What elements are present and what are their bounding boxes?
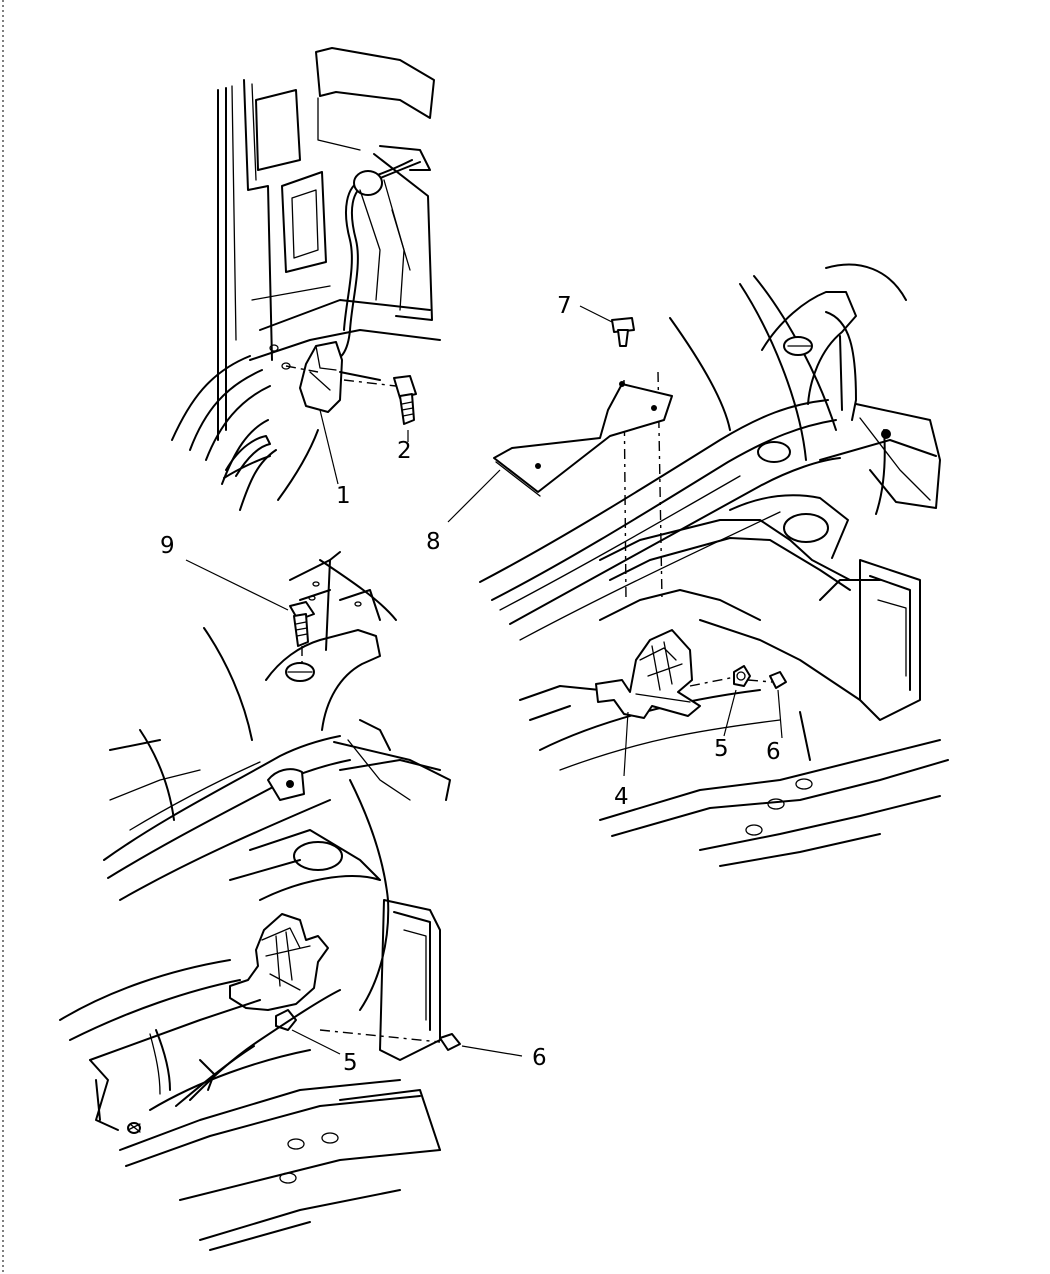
callout-7: 7 <box>557 293 572 319</box>
view-striker-assembly <box>447 263 949 867</box>
callout-5-left: 5 <box>343 1050 358 1076</box>
callout-6-right: 6 <box>766 739 781 765</box>
view-latch-installed <box>59 551 523 1251</box>
callout-2: 2 <box>397 438 412 464</box>
callout-5-right: 5 <box>714 736 729 762</box>
callout-8: 8 <box>426 529 441 555</box>
callout-6-left: 6 <box>532 1045 547 1071</box>
callout-1: 1 <box>336 483 351 509</box>
callout-9: 9 <box>160 533 175 559</box>
callout-4: 4 <box>614 784 629 810</box>
view-latch-switch <box>171 47 441 511</box>
